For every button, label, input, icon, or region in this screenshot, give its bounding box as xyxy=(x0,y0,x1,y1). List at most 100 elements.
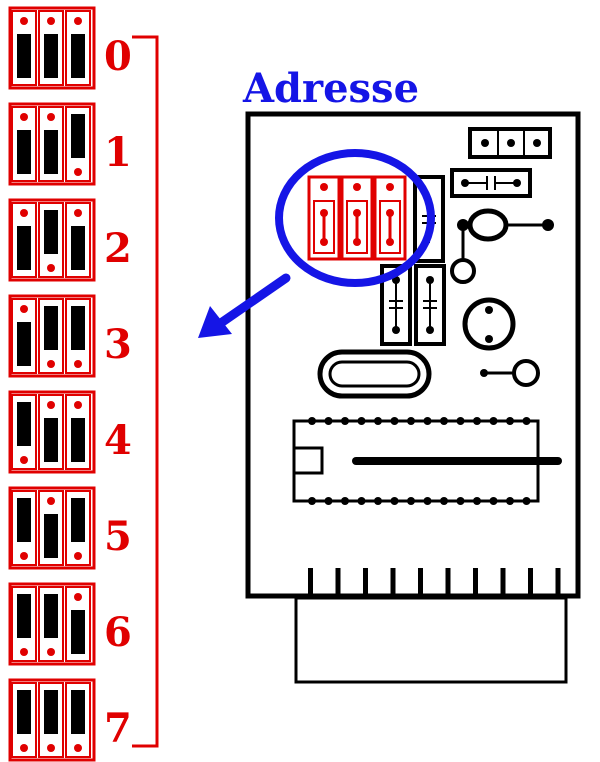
jumper-open-pin xyxy=(47,648,55,656)
ic-pin xyxy=(473,417,481,425)
jumper-setting: 2 xyxy=(8,198,132,282)
jumper-cap xyxy=(17,690,31,734)
ic-pin xyxy=(390,417,399,425)
jumper-slot xyxy=(11,682,37,758)
edge-contact xyxy=(500,568,506,594)
ic-pin xyxy=(489,497,498,505)
ic-pin xyxy=(489,417,498,425)
jumper-cap xyxy=(44,690,58,734)
jumper-setting-label: 2 xyxy=(104,225,132,272)
jumper-cap xyxy=(17,34,31,78)
jumper-slot xyxy=(38,202,64,278)
jumper-cap xyxy=(44,514,58,558)
ic-chip xyxy=(292,417,562,505)
pin-header xyxy=(468,127,552,159)
jumper-setting-label: 7 xyxy=(104,705,132,752)
jumper-slot xyxy=(65,394,91,470)
pointer-arrow xyxy=(198,273,291,338)
jumper-slot xyxy=(11,10,37,86)
jumper-setting: 0 xyxy=(8,6,132,90)
edge-contact xyxy=(390,568,396,594)
capacitor-horizontal xyxy=(450,168,532,198)
jumper-slot xyxy=(11,394,37,470)
address-title: Adresse xyxy=(242,65,419,112)
edge-contact xyxy=(308,568,313,594)
settings-bracket xyxy=(132,35,159,748)
ic-pin xyxy=(374,417,382,425)
jumper-setting: 6 xyxy=(8,582,132,666)
ic-pin xyxy=(341,417,349,425)
ic-pin xyxy=(341,497,349,505)
jumper-setting: 7 xyxy=(8,678,132,762)
small-lead-component xyxy=(480,359,540,387)
jumper-slot xyxy=(65,106,91,182)
jumper-cap xyxy=(17,226,31,270)
jumper-open-pin xyxy=(20,648,28,656)
jumper-setting: 1 xyxy=(8,102,132,186)
jumper-slot xyxy=(65,298,91,374)
ic-pin xyxy=(440,497,448,505)
jumper-cap xyxy=(44,130,58,174)
jumper-cap xyxy=(17,322,31,366)
jumper-cap xyxy=(44,210,58,254)
jumper-setting-label: 6 xyxy=(104,609,132,656)
jumper-open-pin xyxy=(74,360,82,368)
jumper-slot xyxy=(38,490,64,566)
ic-pin xyxy=(423,417,432,425)
edge-contact xyxy=(473,568,478,594)
jumper-setting: 3 xyxy=(8,294,132,378)
jumper-open-pin xyxy=(20,17,28,25)
jumper-open-pin xyxy=(47,17,55,25)
jumper-cap xyxy=(44,594,58,638)
jumper-cap xyxy=(71,114,85,158)
jumper-open-pin xyxy=(74,17,82,25)
crystal xyxy=(317,349,432,399)
ic-pin xyxy=(407,417,415,425)
ic-pin xyxy=(423,497,432,505)
jumper-open-pin xyxy=(20,744,28,752)
jumper-open-pin xyxy=(20,113,28,121)
jumper-slot xyxy=(38,10,64,86)
jumper-slot xyxy=(38,682,64,758)
jumper-cap xyxy=(71,690,85,734)
edge-contact xyxy=(555,568,561,594)
board-jumper xyxy=(307,175,341,261)
jumper-setting-label: 1 xyxy=(104,129,132,176)
jumper-open-pin xyxy=(74,168,82,176)
jumper-setting: 5 xyxy=(8,486,132,570)
ic-pin xyxy=(357,497,366,505)
jumper-cap xyxy=(17,402,31,446)
jumper-cap xyxy=(71,306,85,350)
jumper-setting: 4 xyxy=(8,390,132,474)
jumper-setting-label: 4 xyxy=(104,417,132,464)
jumper-slot xyxy=(11,490,37,566)
edge-contact xyxy=(363,568,368,594)
jumper-slot xyxy=(38,394,64,470)
ic-pin xyxy=(506,497,514,505)
jumper-slot xyxy=(65,586,91,662)
ic-pin xyxy=(522,497,531,505)
jumper-cap xyxy=(71,498,85,542)
jumper-slot xyxy=(11,202,37,278)
jumper-open-pin xyxy=(47,360,55,368)
jumper-open-pin xyxy=(74,209,82,217)
jumper-cap xyxy=(17,594,31,638)
jumper-slot xyxy=(38,106,64,182)
edge-contact xyxy=(418,568,423,594)
jumper-cap xyxy=(71,226,85,270)
jumper-open-pin xyxy=(20,456,28,464)
round-component xyxy=(462,297,516,351)
ic-pin xyxy=(522,417,531,425)
ic-pin xyxy=(357,417,366,425)
ic-pin xyxy=(473,497,481,505)
jumper-setting-label: 5 xyxy=(104,513,132,560)
jumper-open-pin xyxy=(47,113,55,121)
jumper-cap xyxy=(44,306,58,350)
jumper-open-pin xyxy=(20,552,28,560)
jumper-settings-list: 0 1 2 3 4 5 6 7 xyxy=(8,6,132,762)
jumper-slot xyxy=(11,298,37,374)
board-jumper xyxy=(340,175,374,261)
highlight-circle xyxy=(275,149,435,287)
ic-pin xyxy=(308,417,316,425)
